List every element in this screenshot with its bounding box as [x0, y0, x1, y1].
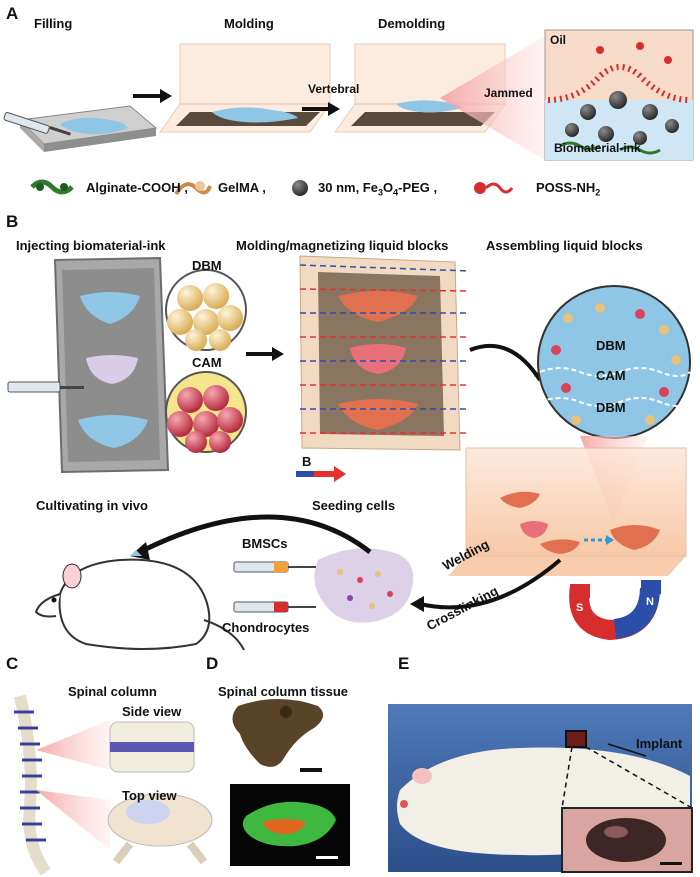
- panel-e-graphics: [388, 704, 693, 873]
- syringe-icon: [3, 112, 71, 136]
- bmscs-label: BMSCs: [242, 536, 288, 551]
- zoom-cone: [36, 790, 110, 850]
- syringe-icon: [7, 381, 84, 393]
- horseshoe-magnet-icon: [569, 580, 661, 641]
- interface-zoom: [544, 29, 694, 161]
- panel-c-graphics: [14, 694, 213, 876]
- demolding-box: [334, 43, 506, 133]
- panel-label-a: A: [6, 4, 19, 23]
- magnetic-field-label: B: [302, 454, 312, 469]
- implant-pointer-line: [607, 743, 647, 757]
- zoom-dbm-bottom-label: DBM: [596, 400, 626, 415]
- jammed-label: Jammed: [484, 86, 533, 100]
- panel-a-graphics: [3, 29, 694, 196]
- tissue-photo: [232, 699, 324, 772]
- curved-arrow-icon: [138, 514, 372, 555]
- cam-label: CAM: [192, 355, 222, 370]
- implant-label: Implant: [636, 736, 683, 751]
- legend-fe3o4-peg: 30 nm, Fe3O4-PEG ,: [318, 180, 438, 198]
- spinal-column-tissue-title: Spinal column tissue: [218, 684, 349, 699]
- title-cultivating: Cultivating in vivo: [36, 498, 148, 513]
- legend-gelma: GelMA ,: [218, 180, 266, 195]
- filling-tray: [18, 105, 158, 152]
- fluorescence-photo: [230, 784, 350, 866]
- syringe-icon: [233, 561, 316, 573]
- arrowhead-icon: [410, 596, 424, 612]
- arrowhead-icon: [130, 542, 150, 560]
- scale-bar: [316, 856, 338, 859]
- title-assembling: Assembling liquid blocks: [486, 238, 643, 253]
- fe3o4-particle-icon: [292, 180, 308, 196]
- spine-column: [14, 694, 51, 876]
- panel-b-graphics: [7, 255, 691, 651]
- chondrocytes-label: Chondrocytes: [222, 620, 310, 635]
- zoom-cone: [36, 720, 110, 770]
- scale-bar: [300, 768, 322, 772]
- dbm-label: DBM: [192, 258, 222, 273]
- legend-alginate-cooh: Alginate-COOH ,: [86, 180, 188, 195]
- curved-arrow-icon: [469, 343, 542, 382]
- arrow-icon: [302, 102, 340, 116]
- implant-zoom-photo: [561, 807, 693, 873]
- vertebral-label: Vertebral: [308, 82, 360, 96]
- syringe-icon: [233, 601, 316, 613]
- zoom-dbm-top-label: DBM: [596, 338, 626, 353]
- poss-nh2-icon: [474, 182, 514, 194]
- title-molding-magnetizing: Molding/magnetizing liquid blocks: [236, 238, 449, 253]
- panel-label-d: D: [206, 654, 219, 673]
- curved-arrow-icon: [419, 558, 562, 610]
- step-demolding: Demolding: [378, 16, 446, 31]
- side-view-label: Side view: [122, 704, 182, 719]
- cam-bead-cluster: [165, 371, 247, 453]
- panel-label-e: E: [398, 654, 410, 673]
- seeded-scaffold: [314, 548, 414, 623]
- magnetic-field-arrow-icon: [296, 466, 346, 482]
- alginate-cooh-icon: [30, 179, 74, 195]
- arrow-icon: [246, 347, 284, 361]
- step-filling: Filling: [34, 16, 73, 31]
- panel-d-graphics: [230, 699, 350, 866]
- magnet-north-label: N: [646, 596, 654, 608]
- legend-poss-nh2: POSS-NH2: [536, 180, 601, 198]
- arrow-icon: [133, 89, 172, 103]
- molding-box: [159, 43, 331, 133]
- rat-illustration: [34, 550, 245, 651]
- title-injecting: Injecting biomaterial-ink: [16, 238, 166, 253]
- vertebra-top-view: [107, 793, 213, 865]
- implant-marker-box: [565, 730, 587, 748]
- oil-label: Oil: [550, 33, 567, 47]
- vertebra-side-view: [109, 721, 195, 773]
- zoom-cone: [440, 36, 545, 160]
- panel-label-c: C: [6, 654, 19, 673]
- dbm-bead-cluster: [165, 269, 247, 351]
- zoom-cam-label: CAM: [596, 368, 626, 383]
- magnetizing-mold: [299, 255, 471, 451]
- injection-tray: [53, 256, 170, 474]
- scale-bar: [660, 862, 682, 865]
- magnet-south-label: S: [576, 602, 584, 614]
- spinal-column-title: Spinal column: [68, 684, 157, 699]
- panel-label-b: B: [6, 212, 19, 231]
- step-molding: Molding: [224, 16, 274, 31]
- assembly-tank: [448, 447, 687, 576]
- assembly-zoom: [537, 285, 691, 439]
- top-view-label: Top view: [122, 788, 177, 803]
- title-seeding: Seeding cells: [312, 498, 396, 513]
- biomaterial-ink-label: Biomaterial-ink: [554, 141, 641, 155]
- gelma-icon: [174, 181, 212, 196]
